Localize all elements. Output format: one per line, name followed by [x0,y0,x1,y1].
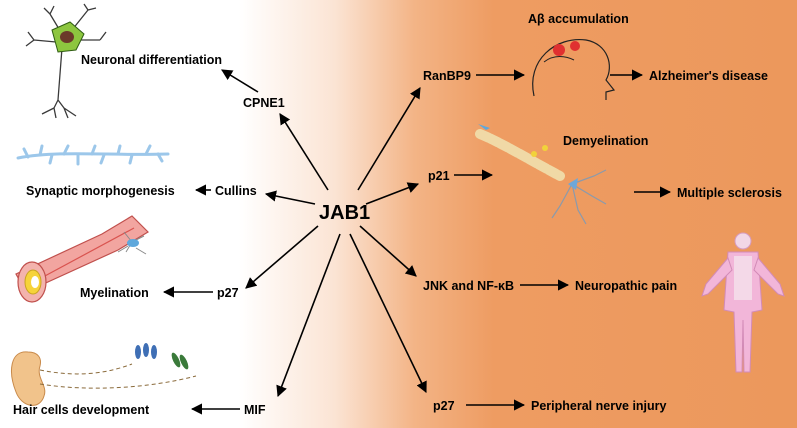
myelinated-axon-illustration [15,215,149,303]
label-cpne1: CPNE1 [243,96,285,110]
human-body-illustration [701,232,785,373]
neuron-nucleus [60,31,74,43]
label-mif: MIF [244,403,266,417]
label-alzheimers: Alzheimer's disease [649,69,768,83]
arrow-jab1-mif [276,233,341,398]
arrow-jab1-ranbp9 [357,87,421,191]
arrow-jab1-cullins [264,190,316,205]
hub-label: JAB1 [319,202,370,224]
brain-head-illustration [532,38,616,100]
label-abeta-accumulation: Aβ accumulation [528,12,629,26]
arrows [162,69,672,415]
arrow-cpne1-neuronal-differentiation [221,69,259,93]
label-demyelination: Demyelination [563,134,648,148]
label-p27-right: p27 [433,399,455,413]
label-myelination: Myelination [80,286,149,300]
label-cullins: Cullins [215,184,257,198]
label-synaptic-morphogenesis: Synaptic morphogenesis [26,184,175,198]
label-neuropathic-pain: Neuropathic pain [575,279,677,293]
label-p27-left: p27 [217,286,239,300]
label-neuronal-differentiation: Neuronal differentiation [81,53,222,67]
label-peripheral-nerve-injury: Peripheral nerve injury [531,399,667,413]
arrow-jab1-p21 [365,182,420,205]
demyelinated-neuron-illustration [475,124,607,225]
neuron-illustration [25,3,107,119]
label-ranbp9: RanBP9 [423,69,471,83]
dendrite-illustration [16,144,170,166]
arrow-jab1-p27-right [349,233,427,394]
ear-illustration [11,343,197,406]
arrow-jab1-jnk [359,225,417,277]
arrow-jab1-p27-left [245,225,319,289]
label-hair-cells-development: Hair cells development [13,403,150,417]
label-p21: p21 [428,169,450,183]
label-jnk-nfkb: JNK and NF-κB [423,279,514,293]
arrow-jab1-cpne1 [279,113,329,191]
label-multiple-sclerosis: Multiple sclerosis [677,186,782,200]
